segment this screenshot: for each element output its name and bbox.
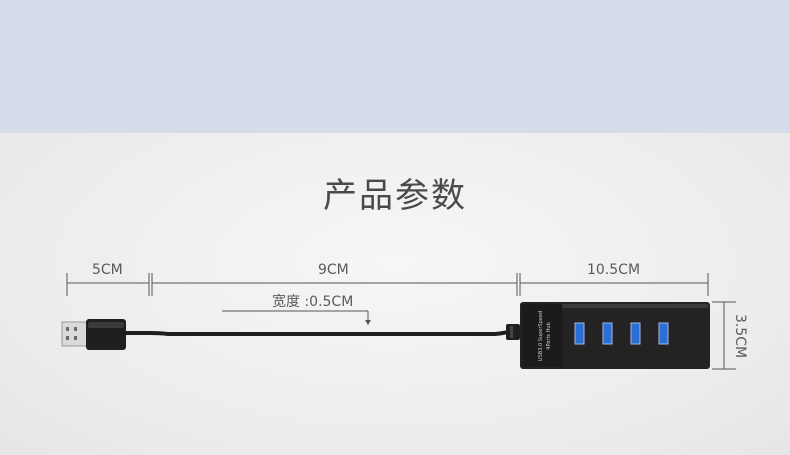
page-title: 产品参数 [323,176,467,216]
svg-text:4Ports Hub: 4Ports Hub [546,322,552,349]
svg-text:USB3.0 SuperSpeed: USB3.0 SuperSpeed [538,311,544,361]
arrow-down-icon [365,320,371,325]
cable-length-label: 9CM [318,262,349,278]
usb-ports [574,322,669,345]
product-area [0,133,790,455]
usb-hub: USB3.0 SuperSpeed 4Ports Hub [520,302,710,369]
hub-length-label: 10.5CM [587,262,641,278]
dimension-lines [66,273,736,370]
usb-a-plug [61,319,126,350]
cable-width-label: 宽度 :0.5CM [272,294,354,310]
plug-length-label: 5CM [92,262,123,278]
hub-height-label: 3.5CM [732,313,748,359]
header-band [0,0,790,133]
usb-cable [126,324,520,340]
hub-label: USB3.0 SuperSpeed 4Ports Hub [538,311,552,361]
